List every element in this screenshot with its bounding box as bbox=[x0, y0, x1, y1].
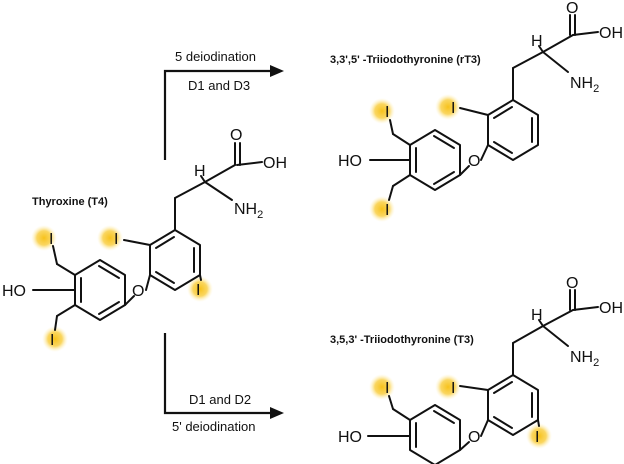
rt3-iodine-1: I bbox=[385, 104, 389, 121]
t4-iodine-4: I bbox=[196, 282, 200, 299]
rt3-iodine-highlight-1 bbox=[369, 98, 395, 124]
t4-molecule bbox=[31, 142, 263, 352]
t4-name-label: Thyroxine (T4) bbox=[32, 196, 108, 208]
t4-iodine-highlight-2 bbox=[42, 326, 68, 352]
t3-iodine-2: I bbox=[451, 380, 455, 397]
t4-carbonyl-oxygen: O bbox=[230, 127, 242, 144]
t3-iodine-highlight-1 bbox=[369, 374, 395, 400]
t4-iodine-highlight-4 bbox=[187, 276, 213, 302]
rt3-iodine-3: I bbox=[451, 100, 455, 117]
t4-ether-oxygen: O bbox=[132, 283, 144, 300]
t4-iodine-3: I bbox=[114, 231, 118, 248]
rt3-acid-oh: OH bbox=[599, 25, 623, 42]
t3-amine: NH2 bbox=[570, 349, 599, 369]
rt3-hydroxyl: HO bbox=[338, 153, 362, 170]
rt3-iodine-2: I bbox=[385, 202, 389, 219]
t3-iodine-highlight-3 bbox=[526, 423, 552, 449]
t4-acid-oh: OH bbox=[263, 155, 287, 172]
t4-iodine-1: I bbox=[49, 231, 53, 248]
rt3-name-label: 3,3',5' -Triiodothyronine (rT3) bbox=[330, 54, 481, 66]
upper-reaction-step: 5 deiodination bbox=[175, 49, 256, 64]
t4-iodine-highlight-1 bbox=[31, 225, 57, 251]
lower-reaction-enzymes: D1 and D2 bbox=[189, 392, 251, 407]
t3-molecule bbox=[367, 289, 599, 464]
t3-inner-ring bbox=[409, 404, 461, 464]
t4-iodine-highlight-3 bbox=[97, 225, 123, 251]
rt3-iodine-highlight-3 bbox=[435, 94, 461, 120]
t3-ether-oxygen: O bbox=[468, 429, 480, 446]
rt3-inner-ring bbox=[409, 129, 461, 191]
rt3-carbonyl-oxygen: O bbox=[566, 0, 578, 17]
rt3-molecule bbox=[369, 14, 599, 222]
upper-reaction-enzymes: D1 and D3 bbox=[188, 78, 250, 93]
rt3-alpha-hydrogen: H bbox=[531, 33, 543, 50]
t4-amine: NH2 bbox=[234, 201, 263, 221]
t4-alpha-hydrogen: H bbox=[194, 163, 206, 180]
t3-iodine-3: I bbox=[535, 429, 539, 446]
lower-reaction-arrow bbox=[163, 333, 284, 419]
t3-acid-oh: OH bbox=[599, 300, 623, 317]
t4-iodine-2: I bbox=[50, 332, 54, 349]
t3-outer-ring bbox=[487, 374, 539, 436]
rt3-amine: NH2 bbox=[570, 75, 599, 95]
rt3-iodine-highlight-2 bbox=[369, 196, 395, 222]
t4-inner-ring bbox=[74, 259, 126, 321]
t4-hydroxyl: HO bbox=[2, 283, 26, 300]
t3-iodine-1: I bbox=[385, 380, 389, 397]
t3-alpha-hydrogen: H bbox=[531, 307, 543, 324]
t3-name-label: 3,5,3' -Triiodothyronine (T3) bbox=[330, 334, 474, 346]
rt3-outer-ring bbox=[487, 99, 539, 161]
upper-reaction-arrow bbox=[163, 65, 284, 160]
t3-iodine-highlight-2 bbox=[435, 374, 461, 400]
rt3-ether-oxygen: O bbox=[468, 153, 480, 170]
lower-reaction-step: 5' deiodination bbox=[172, 419, 255, 434]
t3-hydroxyl: HO bbox=[338, 429, 362, 446]
t3-carbonyl-oxygen: O bbox=[566, 275, 578, 292]
